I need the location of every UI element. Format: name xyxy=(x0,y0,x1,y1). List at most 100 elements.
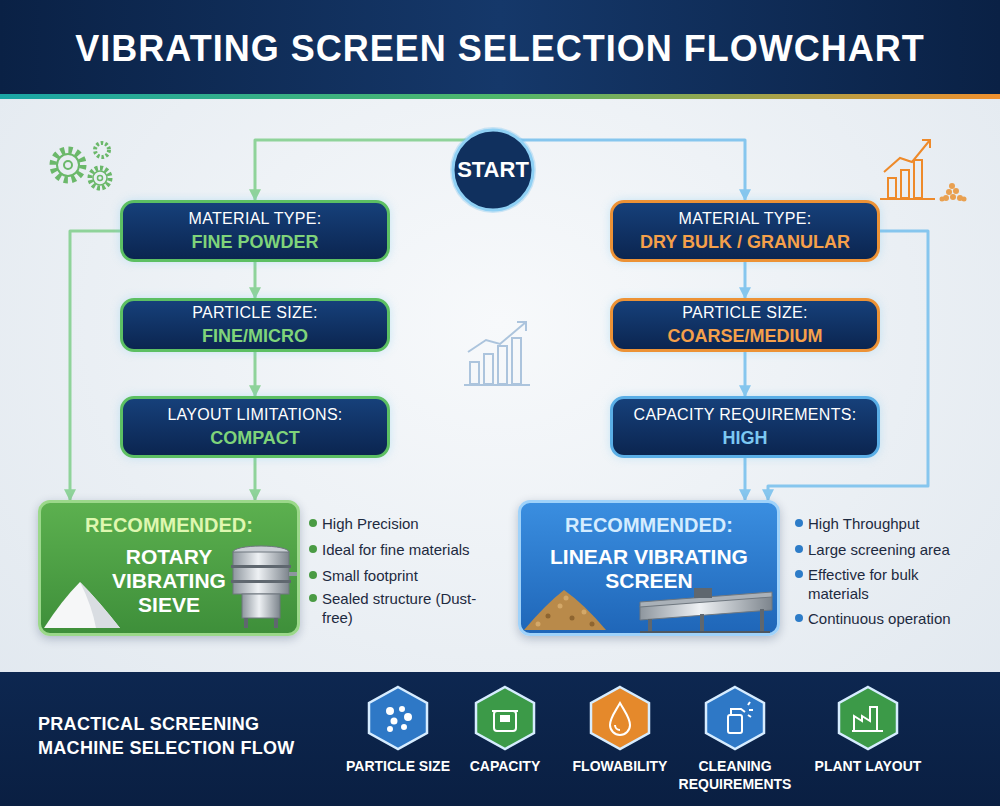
criterion-value: COARSE/MEDIUM xyxy=(667,325,822,347)
growth-chart-icon xyxy=(888,178,896,198)
flow-connector xyxy=(744,458,747,500)
factory-icon xyxy=(854,707,877,731)
hexagon-shape xyxy=(703,685,767,751)
rotary-sieve-machine xyxy=(233,552,289,566)
growth-chart-icon xyxy=(914,160,922,198)
hexagon-outline xyxy=(591,687,649,749)
criterion-value: HIGH xyxy=(723,427,768,449)
step-label: FLOWABILITY xyxy=(555,757,685,775)
recommendation-heading: RECOMMENDED: xyxy=(565,513,733,537)
granule-pile-icon xyxy=(962,197,967,202)
diagram-title: VIBRATING SCREEN SELECTION FLOWCHART xyxy=(0,28,1000,70)
particle-dot xyxy=(400,707,404,711)
footer-band: PRACTICAL SCREENING MACHINE SELECTION FL… xyxy=(0,672,1000,806)
granule-pile-icon xyxy=(946,189,952,195)
criterion-value: FINE POWDER xyxy=(191,231,318,253)
feature-bullet: Ideal for fine materials xyxy=(322,540,487,559)
granule-pile-icon xyxy=(940,183,967,202)
criterion-heading: MATERIAL TYPE: xyxy=(679,209,812,229)
linear-screen-machine xyxy=(640,631,770,633)
criterion-value: FINE/MICRO xyxy=(202,325,308,347)
hexagon-icon xyxy=(852,707,883,731)
powder-pile xyxy=(44,582,120,628)
header-accent-line xyxy=(0,94,1000,99)
step-label: CAPACITY xyxy=(440,757,570,775)
step-hexagon: PARTICLE SIZE xyxy=(366,685,430,751)
flow-connector xyxy=(744,262,747,298)
particle-dot xyxy=(392,719,397,724)
faint-chart-icon xyxy=(464,384,530,386)
faint-chart-icon xyxy=(517,322,526,331)
gear-icon xyxy=(93,171,107,185)
feature-bullet: Effective for bulk materials xyxy=(808,565,973,603)
criterion-value: COMPACT xyxy=(210,427,300,449)
process-box: PARTICLE SIZE:FINE/MICRO xyxy=(120,298,390,352)
drop-icon xyxy=(610,703,630,735)
step-hexagon: PLANT LAYOUT xyxy=(836,685,900,751)
criterion-heading: CAPACITY REQUIREMENTS: xyxy=(634,405,857,425)
spray-nozzle xyxy=(731,709,745,715)
rotary-sieve-machine xyxy=(231,546,297,628)
gear-icon xyxy=(53,150,83,180)
hexagon-outline xyxy=(706,687,764,749)
feature-bullet: High Throughput xyxy=(808,514,973,533)
process-box: LAYOUT LIMITATIONS:COMPACT xyxy=(120,396,390,458)
criterion-heading: LAYOUT LIMITATIONS: xyxy=(167,405,342,425)
growth-chart-icon xyxy=(880,140,935,199)
linear-screen-machine xyxy=(694,588,712,598)
step-hexagon: CAPACITY xyxy=(473,685,537,751)
hexagon-outline xyxy=(839,687,897,749)
process-box: MATERIAL TYPE:FINE POWDER xyxy=(120,200,390,262)
step-label: CLEANING REQUIREMENTS xyxy=(670,757,800,793)
granule-pile-icon xyxy=(953,188,959,194)
faint-chart-icon xyxy=(498,346,507,384)
rotary-sieve-machine xyxy=(274,618,278,628)
granule-pile xyxy=(590,622,595,627)
step-hexagon: CLEANING REQUIREMENTS xyxy=(703,685,767,751)
rotary-sieve-machine xyxy=(289,572,297,576)
hexagon-icon xyxy=(728,702,753,733)
feature-bullet: Continuous operation xyxy=(808,609,973,628)
linear-screen-machine xyxy=(640,588,772,632)
hexagon-outline xyxy=(476,687,534,749)
flow-connector xyxy=(768,231,928,500)
step-label: PLANT LAYOUT xyxy=(803,757,933,775)
feature-bullet: Large screening area xyxy=(808,540,973,559)
machine-name: ROTARY VIBRATING SIEVE xyxy=(99,545,239,617)
rotary-sieve-machine xyxy=(244,618,248,628)
start-node: START xyxy=(448,125,538,215)
hexagon-icon xyxy=(492,711,518,731)
header-band xyxy=(0,0,1000,96)
hexagon-shape xyxy=(366,685,430,751)
flow-connector xyxy=(70,231,120,500)
faint-chart-icon xyxy=(512,338,521,384)
hexagon-outline xyxy=(369,687,427,749)
granule-pile xyxy=(524,590,606,630)
spray-lines xyxy=(748,702,753,717)
granule-pile-icon xyxy=(949,183,955,189)
rotary-sieve-machine xyxy=(231,565,291,568)
growth-chart-icon xyxy=(884,140,930,172)
linear-screen-machine xyxy=(760,609,764,632)
container-icon xyxy=(494,711,516,731)
granule-pile-icon xyxy=(940,197,945,202)
step-label: PARTICLE SIZE xyxy=(333,757,463,775)
recommendation-heading: RECOMMENDED: xyxy=(85,513,253,537)
flow-connector xyxy=(254,262,257,298)
granule-pile-icon xyxy=(950,194,956,200)
hexagon-shape xyxy=(473,685,537,751)
step-hexagon: FLOWABILITY xyxy=(588,685,652,751)
machine-name: LINEAR VIBRATING SCREEN xyxy=(534,545,764,593)
granule-pile xyxy=(536,622,541,627)
hexagon-icon xyxy=(387,707,411,731)
rotary-sieve-machine xyxy=(233,567,289,581)
growth-chart-icon xyxy=(880,198,935,200)
factory-ground xyxy=(852,730,883,732)
gear-icon xyxy=(53,143,110,188)
powder-pile xyxy=(80,582,120,628)
particle-dot xyxy=(402,725,406,729)
process-box: MATERIAL TYPE:DRY BULK / GRANULAR xyxy=(610,200,880,262)
process-box: CAPACITY REQUIREMENTS:HIGH xyxy=(610,396,880,458)
rotary-sieve-machine xyxy=(233,546,289,558)
